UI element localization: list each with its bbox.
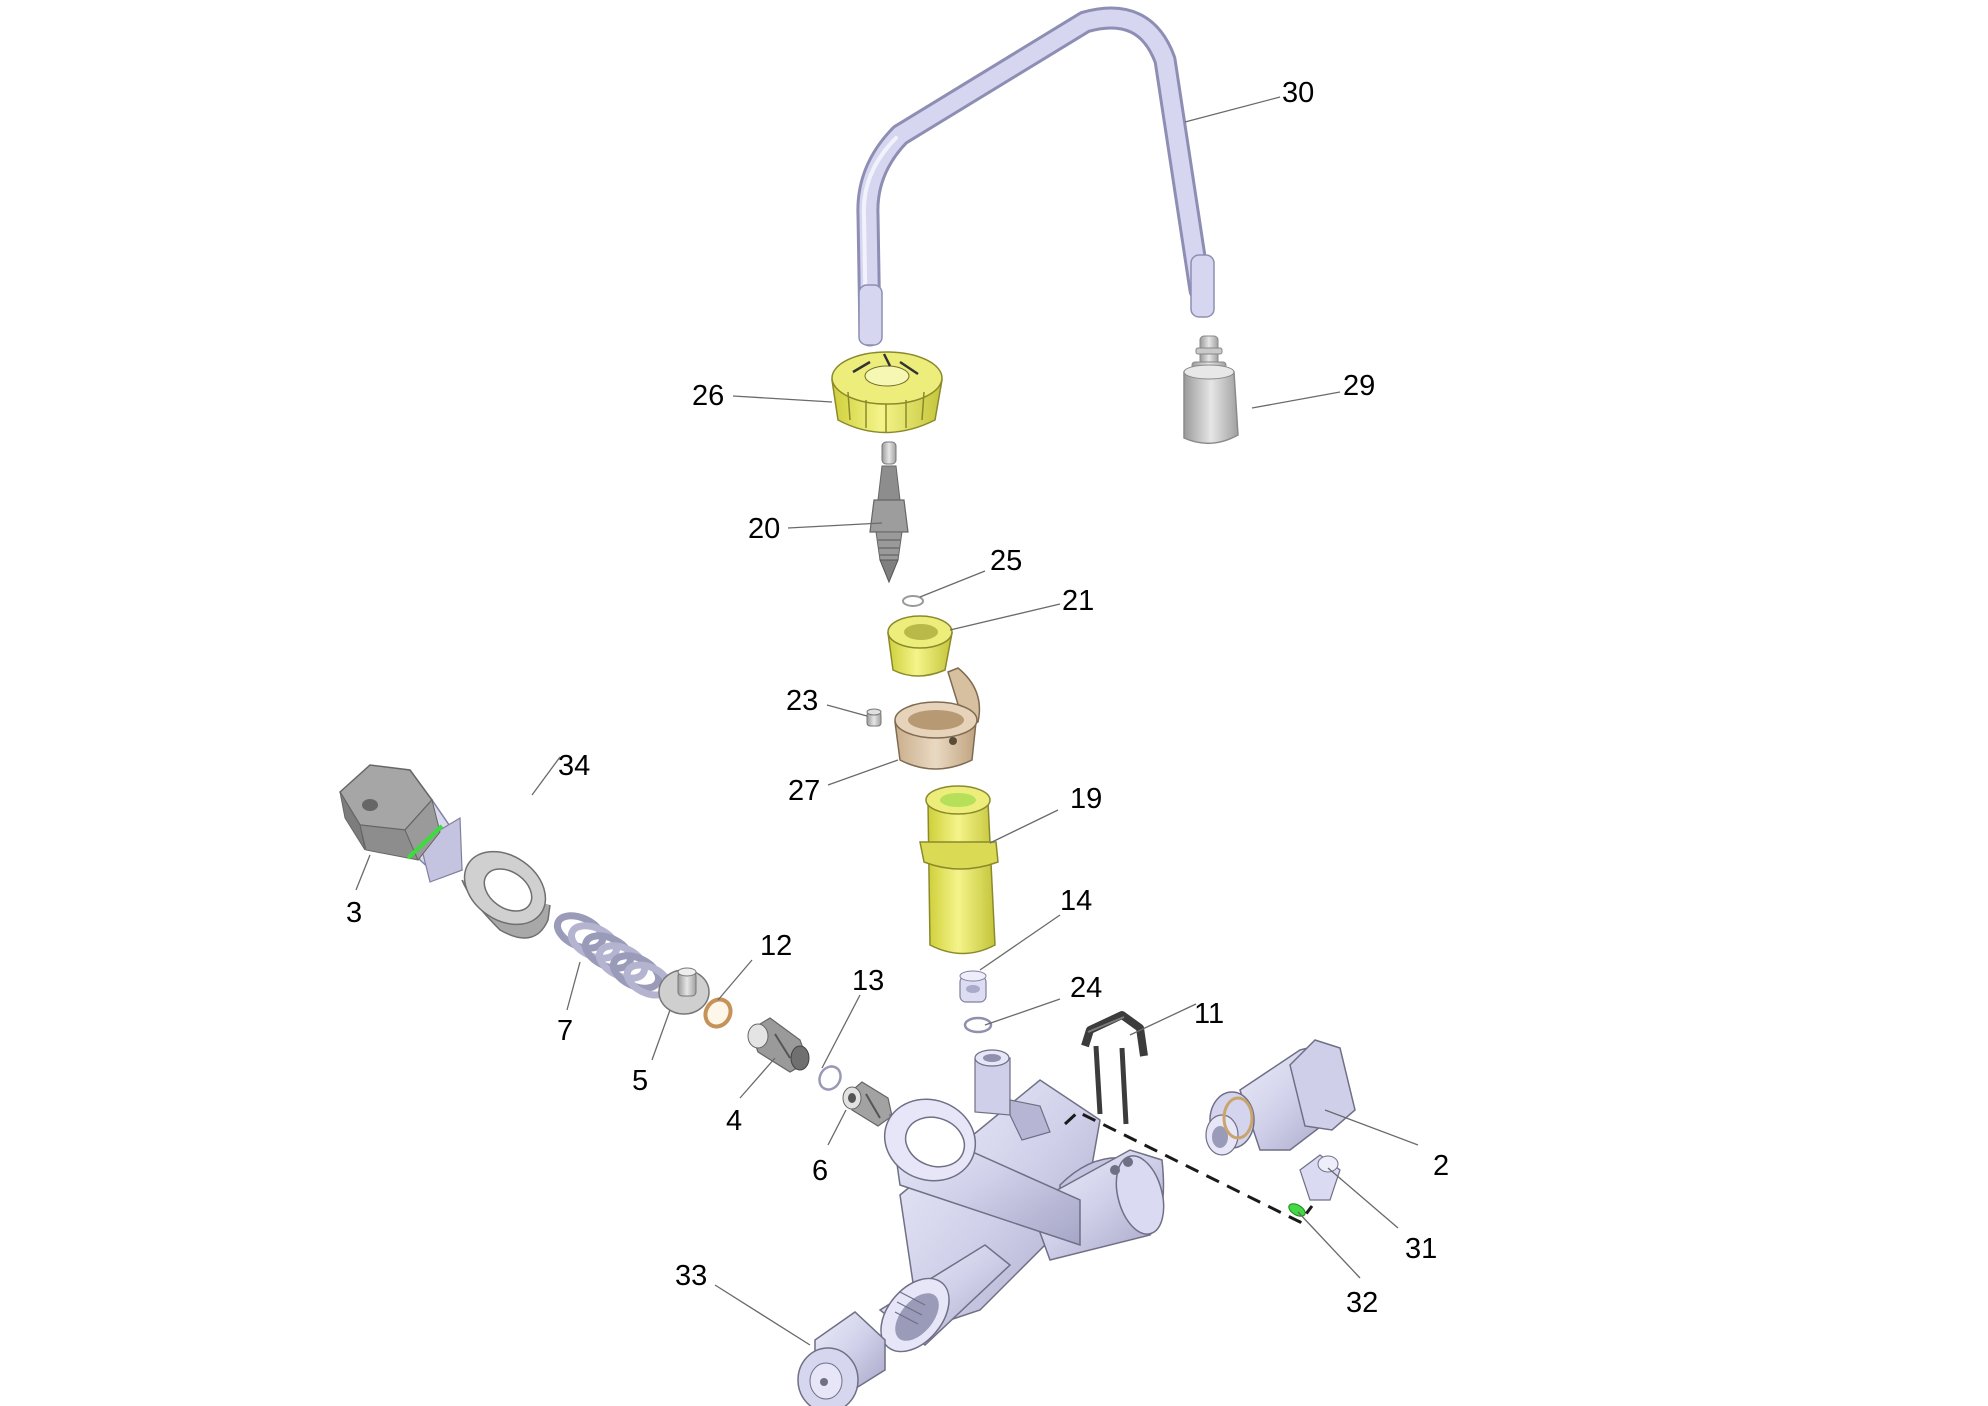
part-32-seal [1288, 1203, 1306, 1217]
part-14-valve [959, 970, 987, 1003]
callout-20: 20 [748, 513, 780, 545]
part-30-pipe [856, 6, 1215, 347]
part-34-ring [461, 850, 551, 939]
callout-6: 6 [812, 1155, 828, 1187]
part-6-fitting [842, 1081, 893, 1127]
part-27-clamp-ring [894, 667, 981, 770]
callout-31: 31 [1405, 1233, 1437, 1265]
part-12-copper-ring [703, 997, 733, 1029]
part-7-spring [553, 912, 673, 999]
callout-7: 7 [557, 1015, 573, 1047]
part-33-plug [797, 1311, 886, 1406]
callout-12: 12 [760, 930, 792, 962]
callout-25: 25 [990, 545, 1022, 577]
part-21-sleeve [887, 615, 953, 677]
callout-34: 34 [558, 750, 590, 782]
part-11-clip [1081, 1011, 1148, 1125]
callout-23: 23 [786, 685, 818, 717]
part-24-o-ring [963, 1016, 993, 1034]
part-25-o-ring [902, 595, 924, 607]
part-26-cap-nut [831, 351, 943, 434]
callout-24: 24 [1070, 972, 1102, 1004]
callout-14: 14 [1060, 885, 1092, 917]
part-23-screw [866, 708, 882, 727]
callout-19: 19 [1070, 783, 1102, 815]
part-31-connector [1299, 1154, 1341, 1201]
callout-13: 13 [852, 965, 884, 997]
assembly-dashed-line [1063, 1110, 1314, 1224]
callout-2: 2 [1433, 1150, 1449, 1182]
part-4-stem [747, 1017, 810, 1073]
callout-26: 26 [692, 380, 724, 412]
part-13-o-ring [818, 1065, 842, 1091]
callout-11: 11 [1194, 998, 1224, 1030]
part-2-union-nut [1205, 1039, 1356, 1156]
callout-27: 27 [788, 775, 820, 807]
part-20-nozzle [869, 441, 909, 584]
part-19-tube [919, 785, 999, 955]
callout-33: 33 [675, 1260, 707, 1292]
callout-5: 5 [632, 1065, 648, 1097]
callout-30: 30 [1282, 77, 1314, 109]
callout-3: 3 [346, 897, 362, 929]
callout-29: 29 [1343, 370, 1375, 402]
main-housing [878, 1049, 1165, 1353]
part-3-hex-cap [339, 764, 463, 883]
part-29-connector [1183, 335, 1239, 444]
part-5-disc [658, 967, 710, 1015]
leader-lines [355, 96, 1419, 1346]
callout-labels: 30 29 26 20 25 21 23 27 19 34 3 14 12 13… [346, 77, 1449, 1319]
callout-32: 32 [1346, 1287, 1378, 1319]
callout-4: 4 [726, 1105, 742, 1137]
callout-21: 21 [1062, 585, 1094, 617]
